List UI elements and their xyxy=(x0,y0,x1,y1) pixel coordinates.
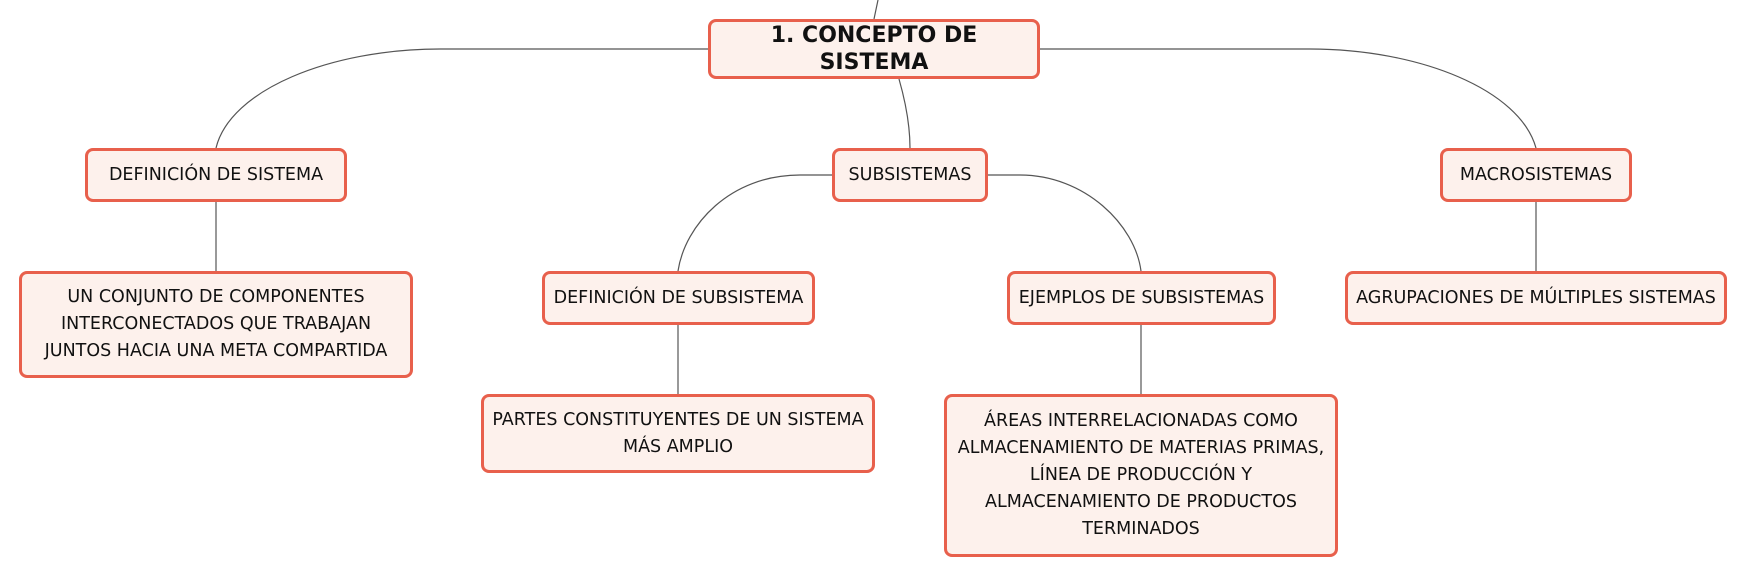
node-concepto-de-sistema[interactable]: 1. CONCEPTO DE SISTEMA xyxy=(708,19,1040,79)
node-definicion-de-subsistema-detalle[interactable]: PARTES CONSTITUYENTES DE UN SISTEMA MÁS … xyxy=(481,394,875,473)
connector-root-to-subsistemas xyxy=(898,78,911,149)
node-definicion-de-sistema-detalle[interactable]: UN CONJUNTO DE COMPONENTES INTERCONECTAD… xyxy=(19,271,413,378)
node-subsistemas[interactable]: SUBSISTEMAS xyxy=(832,148,988,202)
node-ejemplos-de-subsistemas[interactable]: EJEMPLOS DE SUBSISTEMAS xyxy=(1007,271,1276,325)
connector-root-to-definicion-sistema xyxy=(215,48,708,149)
connector-parent-to-root xyxy=(873,0,879,20)
node-definicion-de-subsistema[interactable]: DEFINICIÓN DE SUBSISTEMA xyxy=(542,271,815,325)
node-macrosistemas[interactable]: MACROSISTEMAS xyxy=(1440,148,1632,202)
connector-root-to-macrosistemas xyxy=(1040,48,1537,149)
connector-subsistemas-to-definicion xyxy=(677,174,832,272)
node-definicion-de-sistema[interactable]: DEFINICIÓN DE SISTEMA xyxy=(85,148,347,202)
node-ejemplos-de-subsistemas-detalle[interactable]: ÁREAS INTERRELACIONADAS COMO ALMACENAMIE… xyxy=(944,394,1338,557)
node-macrosistemas-detalle[interactable]: AGRUPACIONES DE MÚLTIPLES SISTEMAS xyxy=(1345,271,1727,325)
connector-subsistemas-to-ejemplos xyxy=(988,174,1142,272)
